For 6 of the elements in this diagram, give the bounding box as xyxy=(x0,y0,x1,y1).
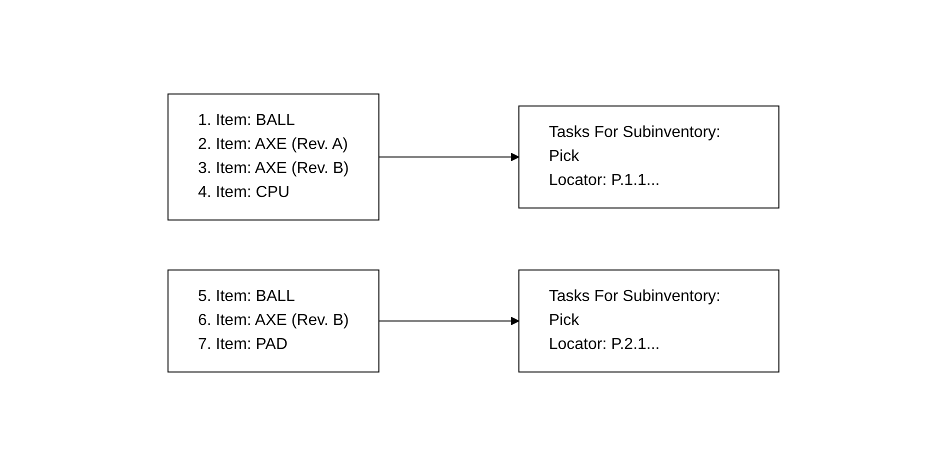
node-box: 1. Item: BALL 2. Item: AXE (Rev. A) 3. Item: AXE (Rev. B) 4. Item: CPU xyxy=(167,93,379,220)
node-box: Tasks For Subinventory: Pick Locator: P.1.1... xyxy=(518,105,779,208)
node-box: Tasks For Subinventory: Pick Locator: P.2.1... xyxy=(518,269,779,372)
arrow xyxy=(378,316,519,325)
arrow xyxy=(378,152,519,161)
node-box: 5. Item: BALL 6. Item: AXE (Rev. B) 7. Item: PAD xyxy=(167,269,379,372)
